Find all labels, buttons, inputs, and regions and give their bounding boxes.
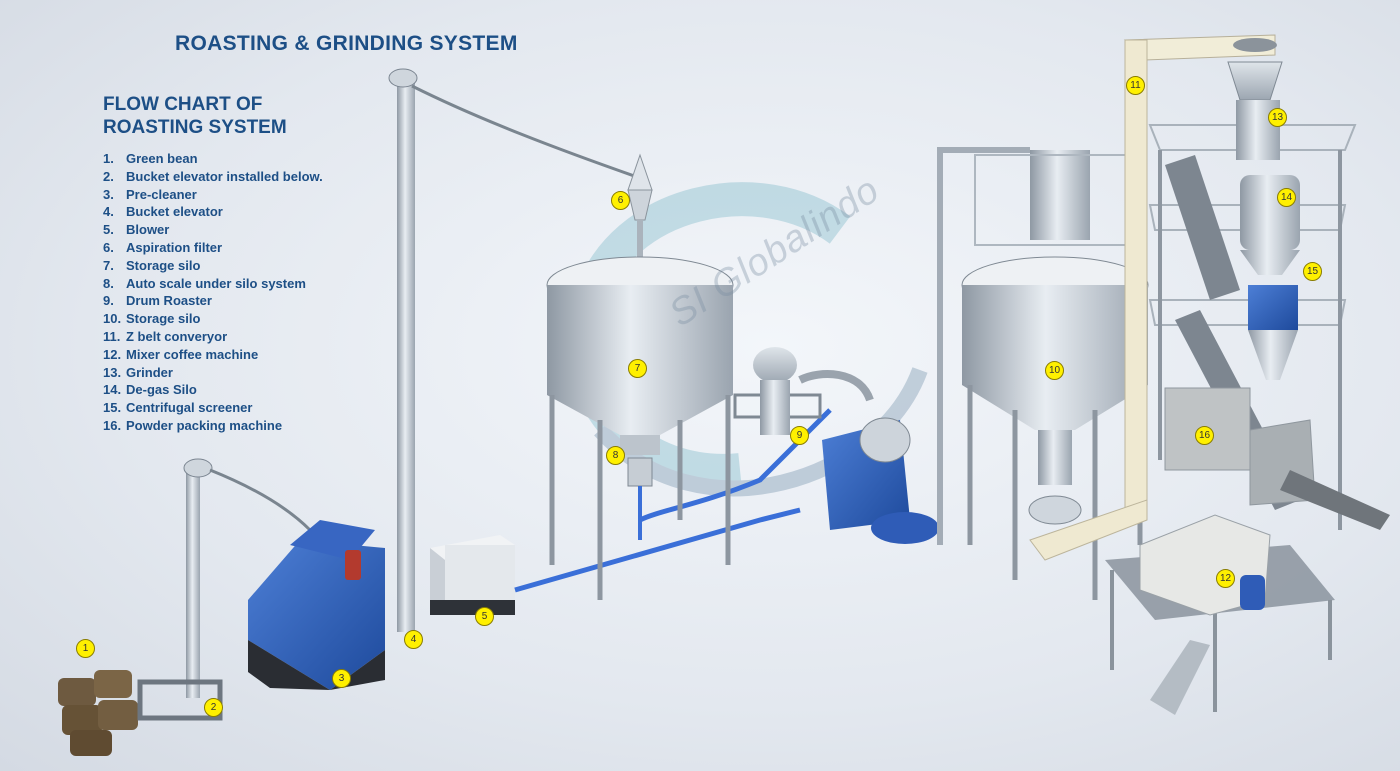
legend-number: 6.	[103, 239, 114, 255]
bucket-elevator-small	[137, 458, 312, 721]
pre-cleaner	[248, 520, 385, 690]
legend-number: 16.	[103, 417, 122, 433]
legend-item: 1. Green bean	[103, 150, 323, 168]
legend-label: Blower	[126, 222, 170, 238]
legend-label: Drum Roaster	[126, 293, 212, 309]
legend-number: 10.	[103, 311, 122, 327]
legend-number: 9.	[103, 293, 114, 309]
legend-label: Bucket elevator	[126, 204, 223, 220]
legend-item: 2. Bucket elevator installed below.	[103, 168, 323, 186]
drum-roaster	[733, 347, 939, 544]
legend-item: 6. Aspiration filter	[103, 239, 323, 257]
legend-item: 9. Drum Roaster	[103, 292, 323, 310]
aspiration-filter	[627, 153, 653, 260]
marker-16: 16	[1195, 426, 1214, 445]
legend-label: De-gas Silo	[126, 382, 197, 398]
legend-number: 15.	[103, 400, 122, 416]
legend-label: Storage silo	[126, 257, 201, 273]
marker-12: 12	[1216, 569, 1235, 588]
legend-number: 5.	[103, 222, 114, 238]
legend-label: Green bean	[126, 151, 198, 166]
green-bean-sacks	[58, 670, 138, 756]
marker-13: 13	[1268, 108, 1287, 127]
legend-number: 13.	[103, 364, 122, 380]
legend-number: 7.	[103, 257, 114, 273]
marker-3: 3	[332, 669, 351, 688]
legend-label: Bucket elevator installed below.	[126, 168, 323, 184]
legend-label: Auto scale under silo system	[126, 275, 306, 291]
legend-number: 11.	[103, 328, 121, 344]
marker-9: 9	[790, 426, 809, 445]
legend-item: 14.De-gas Silo	[103, 381, 323, 399]
marker-6: 6	[611, 191, 630, 210]
heading-line-1: FLOW CHART OF	[103, 94, 263, 115]
legend-number: 3.	[103, 186, 114, 202]
z-belt-conveyor	[1029, 34, 1277, 561]
legend-label: Powder packing machine	[126, 417, 283, 433]
legend-item: 7. Storage silo	[103, 257, 323, 275]
legend-number: 14.	[103, 382, 122, 398]
marker-5: 5	[475, 607, 494, 626]
marker-4: 4	[404, 630, 423, 649]
legend-item: 4. Bucket elevator	[103, 203, 323, 221]
legend-label: Aspiration filter	[126, 239, 223, 255]
storage-silo-10	[937, 147, 1149, 600]
legend-item: 16.Powder packing machine	[103, 417, 323, 435]
blower-box	[430, 535, 515, 615]
legend-number: 8.	[103, 275, 114, 291]
heading-line-2: ROASTING SYSTEM	[103, 117, 287, 138]
legend-item: 8. Auto scale under silo system	[103, 275, 323, 293]
marker-7: 7	[628, 359, 647, 378]
legend-item: 13.Grinder	[103, 364, 323, 382]
legend-item: 11. Z belt converyor	[103, 328, 323, 346]
marker-2: 2	[204, 698, 223, 717]
legend-label: Storage silo	[126, 311, 201, 327]
legend-number: 4.	[103, 204, 114, 220]
legend-number: 1.	[103, 151, 114, 166]
legend-item: 10.Storage silo	[103, 310, 323, 328]
legend-number: 2.	[103, 168, 114, 184]
marker-14: 14	[1277, 188, 1296, 207]
flow-chart-heading: FLOW CHART OF ROASTING SYSTEM	[103, 93, 287, 139]
grinding-tower	[1148, 61, 1357, 530]
marker-10: 10	[1045, 361, 1064, 380]
legend-label: Grinder	[126, 364, 173, 380]
legend-label: Mixer coffee machine	[126, 346, 259, 362]
legend-item: 3. Pre-cleaner	[103, 186, 323, 204]
page-title: ROASTING & GRINDING SYSTEM	[175, 32, 518, 55]
component-legend: 1. Green bean 2. Bucket elevator installed…	[103, 150, 323, 435]
legend-number: 12.	[103, 346, 122, 362]
legend-label: Centrifugal screener	[126, 400, 253, 416]
marker-1: 1	[76, 639, 95, 658]
legend-item: 5. Blower	[103, 221, 323, 239]
marker-8: 8	[606, 446, 625, 465]
legend-item: 12.Mixer coffee machine	[103, 346, 323, 364]
mixer-platform	[1105, 514, 1335, 715]
legend-item: 15.Centrifugal screener	[103, 399, 323, 417]
legend-label: Pre-cleaner	[126, 186, 197, 202]
marker-15: 15	[1303, 262, 1322, 281]
conveying-pipe	[514, 408, 832, 593]
legend-label: Z belt converyor	[126, 328, 228, 344]
auto-scale	[627, 457, 653, 540]
marker-11: 11	[1126, 76, 1145, 95]
bucket-elevator-tall	[388, 68, 641, 632]
powder-packing-machine	[1164, 387, 1390, 530]
